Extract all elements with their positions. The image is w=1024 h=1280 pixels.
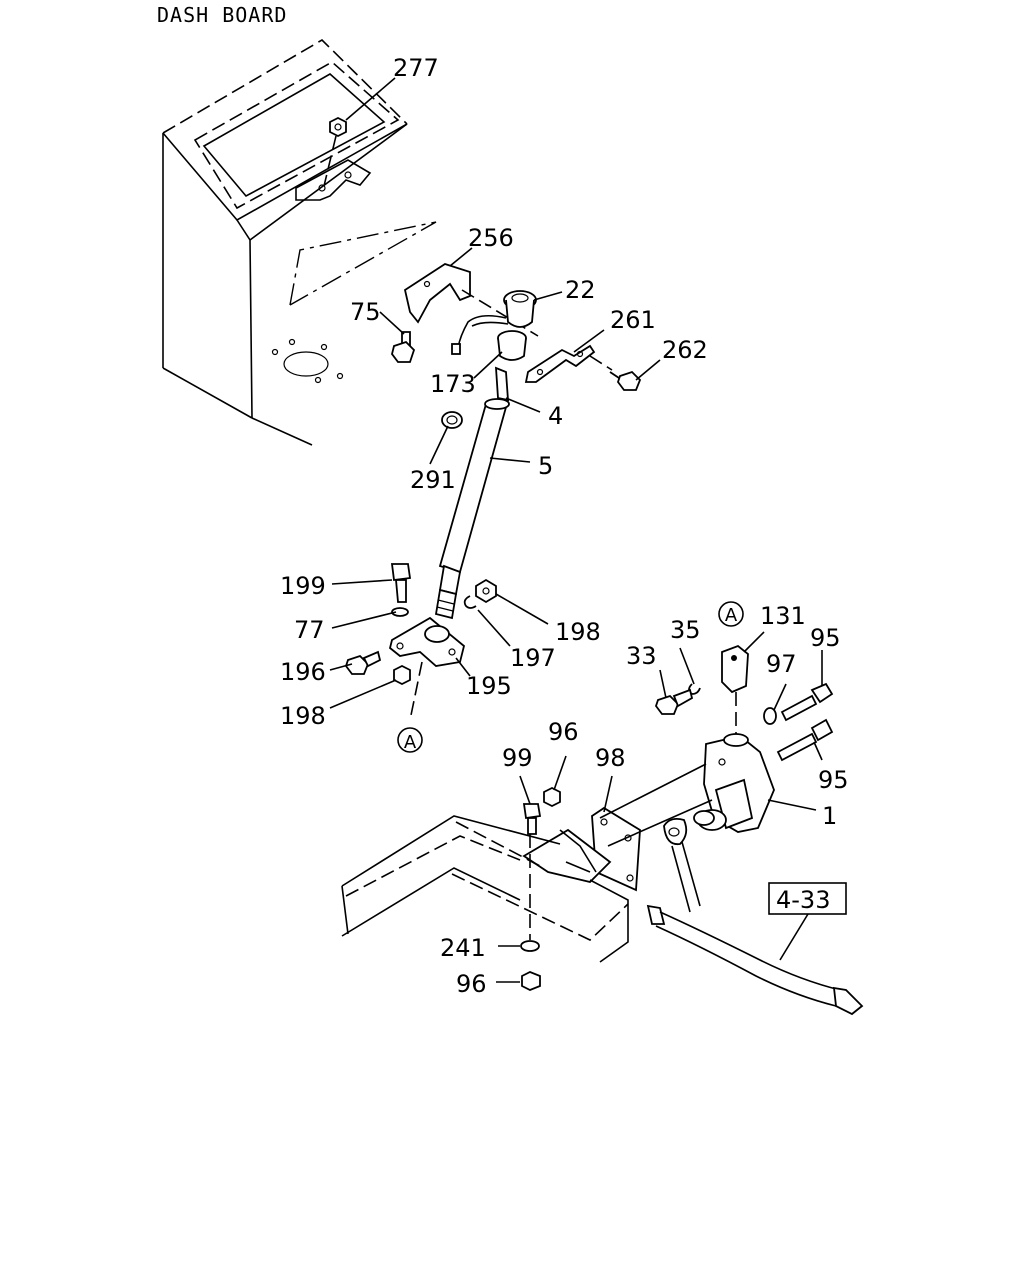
part-95-bolt-lower (776, 718, 834, 762)
part-198-nut-lower (393, 664, 411, 686)
label-99: 99 (502, 744, 533, 772)
dash-board-panel (162, 38, 437, 446)
label-5: 5 (538, 452, 553, 480)
part-35-clip (688, 683, 701, 695)
label-4: 4 (548, 402, 563, 430)
part-199-bolt (390, 563, 412, 603)
part-96-nut-lower (521, 971, 541, 991)
label-1: 1 (822, 802, 837, 830)
label-22: 22 (565, 276, 596, 304)
label-96-lower: 96 (456, 970, 487, 998)
label-97: 97 (766, 650, 797, 678)
part-1-gear-box (693, 733, 775, 833)
label-195: 195 (466, 672, 512, 700)
part-96-nut-upper (543, 786, 561, 808)
svg-text:A: A (725, 605, 738, 626)
part-261-clamp (524, 344, 613, 383)
part-256-bracket (403, 263, 539, 337)
leader-lines (329, 77, 823, 983)
label-241: 241 (440, 934, 486, 962)
label-35: 35 (670, 616, 701, 644)
part-173-boot (497, 330, 527, 361)
part-198-nut-upper (475, 578, 497, 604)
label-95-upper: 95 (810, 624, 841, 652)
part-5-steering-column (434, 366, 510, 620)
label-77: 77 (294, 616, 325, 644)
marker-a-top: A (718, 601, 744, 627)
part-195-flange (388, 616, 466, 721)
label-95-lower: 95 (818, 766, 849, 794)
label-96-upper: 96 (548, 718, 579, 746)
part-75-bolt (391, 331, 416, 363)
part-77-washer (391, 607, 409, 617)
diagram-title: DASH BOARD (157, 3, 287, 27)
part-241-washer (520, 940, 540, 952)
label-291: 291 (410, 466, 456, 494)
part-131-joint (721, 644, 749, 736)
part-98-bracket (522, 763, 713, 892)
label-256: 256 (468, 224, 514, 252)
part-99-bolt (522, 803, 542, 940)
part-196-bolt (344, 650, 382, 675)
part-33-bolt (654, 688, 694, 715)
label-98: 98 (595, 744, 626, 772)
label-199: 199 (280, 572, 326, 600)
marker-a-bottom: A (397, 727, 423, 753)
label-198-lower: 198 (280, 702, 326, 730)
label-4-33: 4-33 (776, 886, 830, 914)
part-95-bolt-upper (780, 682, 834, 722)
drag-link (646, 817, 864, 1016)
label-262: 262 (662, 336, 708, 364)
label-131: 131 (760, 602, 806, 630)
vehicle-frame (341, 815, 629, 963)
part-277-nut (323, 116, 347, 187)
part-262-bolt (609, 370, 642, 391)
label-198-upper: 198 (555, 618, 601, 646)
label-33: 33 (626, 642, 657, 670)
label-197: 197 (510, 644, 556, 672)
label-277: 277 (393, 54, 439, 82)
part-97-washer (763, 707, 777, 725)
part-197-ring (463, 595, 477, 609)
label-75: 75 (350, 298, 381, 326)
label-261: 261 (610, 306, 656, 334)
label-196: 196 (280, 658, 326, 686)
label-173: 173 (430, 370, 476, 398)
svg-text:A: A (404, 732, 417, 753)
part-291-plug (441, 411, 487, 449)
part-22-switch (451, 290, 537, 355)
